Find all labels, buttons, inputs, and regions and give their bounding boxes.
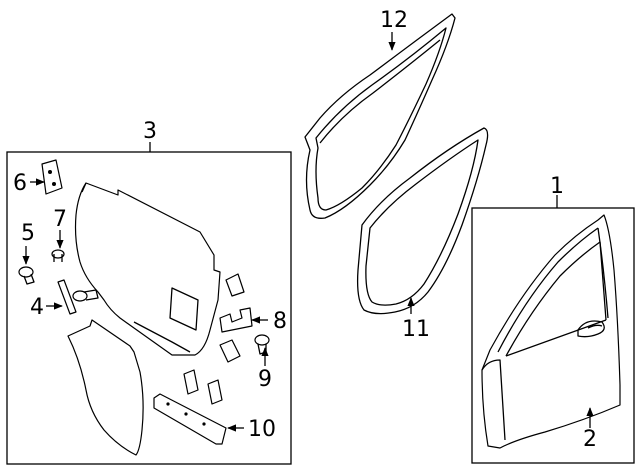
bracket-8 xyxy=(219,307,253,333)
clip-10a xyxy=(183,369,199,395)
callout-6: 6 xyxy=(13,171,27,196)
bracket-6 xyxy=(41,159,63,195)
callout-3: 3 xyxy=(143,119,157,144)
reinforcement-10 xyxy=(153,393,227,445)
bolt-small xyxy=(72,289,99,302)
callout-11: 11 xyxy=(402,317,430,342)
clip-upper xyxy=(225,273,245,297)
strip-4 xyxy=(57,279,77,315)
weatherstrip-12 xyxy=(304,13,456,219)
clip-lower xyxy=(219,339,241,363)
group-box-1 xyxy=(471,207,635,464)
callout-4: 4 xyxy=(30,295,44,320)
clip-7 xyxy=(51,249,65,262)
clip-10b xyxy=(207,379,223,405)
weatherstrip-11 xyxy=(356,127,489,315)
callout-12: 12 xyxy=(380,8,408,33)
front-door-shell xyxy=(481,214,621,449)
water-shield-panel xyxy=(74,182,221,356)
lower-shield xyxy=(67,319,144,456)
callout-7: 7 xyxy=(53,207,67,232)
callout-1: 1 xyxy=(550,174,564,199)
callout-10: 10 xyxy=(248,417,276,442)
callout-9: 9 xyxy=(258,367,272,392)
callout-5: 5 xyxy=(21,221,35,246)
bolt-5 xyxy=(18,266,35,285)
group-box-3 xyxy=(6,151,292,465)
callout-8: 8 xyxy=(273,309,287,334)
callout-2: 2 xyxy=(583,427,597,452)
bolt-9 xyxy=(254,334,270,355)
